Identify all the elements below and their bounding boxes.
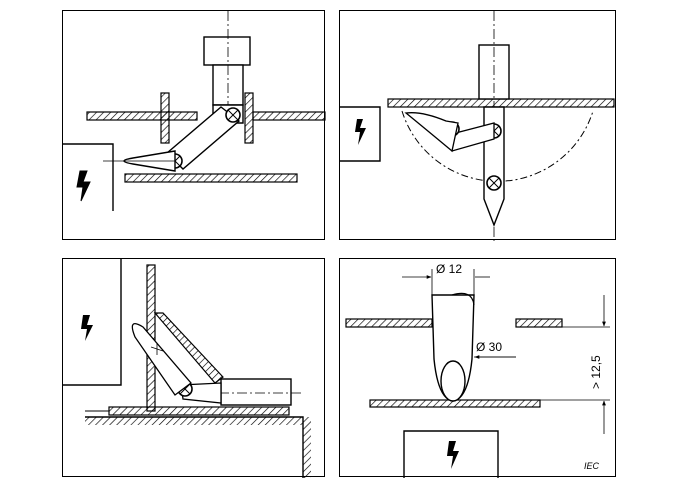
panel-finger-angled-access	[62, 258, 325, 478]
dimension-clearance: > 12,5	[589, 355, 603, 389]
panel-finger-dimensions: Ø 12 Ø 30 > 12,5 IEC	[339, 258, 616, 478]
high-voltage-lightning-icon	[447, 441, 459, 469]
iec-watermark: IEC	[584, 461, 600, 471]
panel-finger-through-opening	[62, 10, 326, 240]
high-voltage-lightning-icon	[76, 170, 91, 202]
high-voltage-lightning-icon	[355, 119, 366, 145]
high-voltage-lightning-icon	[81, 315, 93, 341]
dimension-diameter-12: Ø 12	[436, 262, 462, 276]
dimension-diameter-30: Ø 30	[476, 340, 502, 354]
panel-finger-spherical-reach	[339, 10, 616, 241]
